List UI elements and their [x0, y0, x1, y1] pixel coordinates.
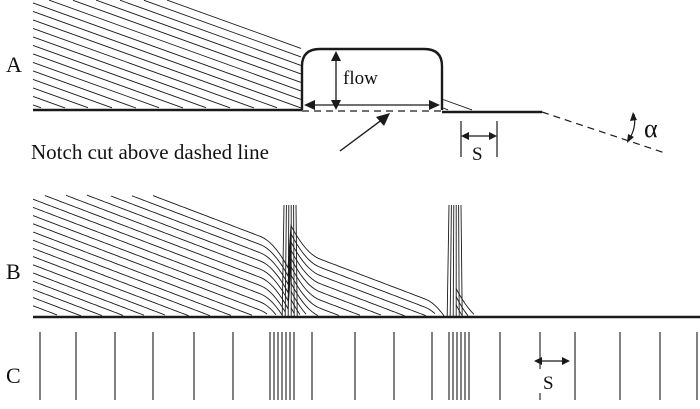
spacing-label-bg-c — [532, 369, 568, 393]
hatch-line — [32, 10, 302, 109]
hatch-line — [32, 53, 184, 109]
panel-a-hatch-lines — [32, 0, 473, 111]
flow-line — [65, 194, 382, 316]
angle-arrowhead-top — [630, 112, 637, 121]
flow-line — [44, 195, 361, 316]
hatch-line — [32, 70, 137, 109]
flow-line — [32, 247, 211, 317]
hatch-line — [48, 0, 302, 92]
notch-pointer-arrowhead — [376, 113, 390, 126]
hatch-line — [32, 87, 89, 109]
hatch-line — [32, 27, 255, 109]
band-line-2 — [449, 204, 452, 317]
panel-c-label: C — [6, 363, 21, 388]
hatch-line — [32, 44, 207, 109]
panel-b-label: B — [6, 259, 21, 284]
flow-line — [32, 256, 190, 317]
flow-line — [32, 198, 340, 316]
spacing-arrowhead-left-a — [461, 132, 469, 140]
panel-a-label: A — [6, 52, 22, 77]
spacing-label-a: S — [472, 144, 483, 165]
spacing-arrowhead-right-a — [489, 132, 497, 140]
band-line-1 — [284, 204, 287, 317]
hatch-line — [32, 104, 42, 109]
band-line-1 — [295, 204, 298, 317]
angle-label: α — [644, 114, 658, 143]
band-line-2 — [458, 204, 460, 317]
hatch-line — [166, 0, 302, 49]
hatch-line — [442, 107, 449, 111]
spacing-arrowhead-left-c — [534, 357, 542, 365]
panel-a: A flow Notch cut above dashed line S α — [6, 0, 666, 165]
hatch-line — [32, 78, 113, 109]
hatch-line — [32, 61, 160, 109]
band-line-1 — [293, 204, 295, 317]
flow-line — [32, 206, 319, 316]
hatch-line — [32, 95, 66, 109]
flow-line — [32, 280, 124, 316]
band-line-1 — [281, 204, 285, 317]
hatch-line — [95, 0, 302, 75]
band-line-2 — [446, 204, 450, 317]
hatch-line — [32, 19, 278, 109]
flow-line — [32, 288, 103, 317]
spacing-arrowhead-right-c — [562, 357, 570, 365]
hatch-line — [32, 2, 302, 100]
angle-dashed-line — [541, 111, 666, 154]
hatch-line — [32, 36, 231, 109]
band-line-1 — [287, 204, 290, 317]
flow-line — [152, 195, 475, 317]
flow-arrowhead-left — [304, 100, 315, 110]
flow-line — [32, 305, 58, 316]
hatch-line — [72, 0, 302, 83]
flow-arrowhead-right — [429, 100, 440, 110]
flow-line — [32, 272, 145, 316]
flow-line — [32, 297, 82, 317]
notch-label: Notch cut above dashed line — [31, 140, 269, 164]
panel-c-vertical-lines — [39, 332, 698, 400]
notch-outline — [300, 47, 444, 110]
panel-c: C S — [6, 332, 698, 400]
flow-arrowhead-up — [331, 51, 341, 61]
flow-label: flow — [343, 68, 378, 89]
spacing-label-c: S — [543, 373, 554, 394]
band-line-2 — [460, 204, 463, 317]
flow-line — [32, 223, 301, 315]
flow-line — [32, 215, 307, 316]
hatch-line — [119, 0, 302, 66]
hatch-line — [143, 0, 302, 58]
flow-line — [32, 264, 166, 316]
notch-pointer-line — [339, 118, 384, 152]
panel-b: B — [6, 194, 700, 319]
band-line-2 — [452, 204, 455, 317]
hatch-line — [442, 99, 473, 111]
angle-arrowhead-bottom — [627, 134, 634, 143]
panel-b-flow-lines — [32, 194, 475, 317]
